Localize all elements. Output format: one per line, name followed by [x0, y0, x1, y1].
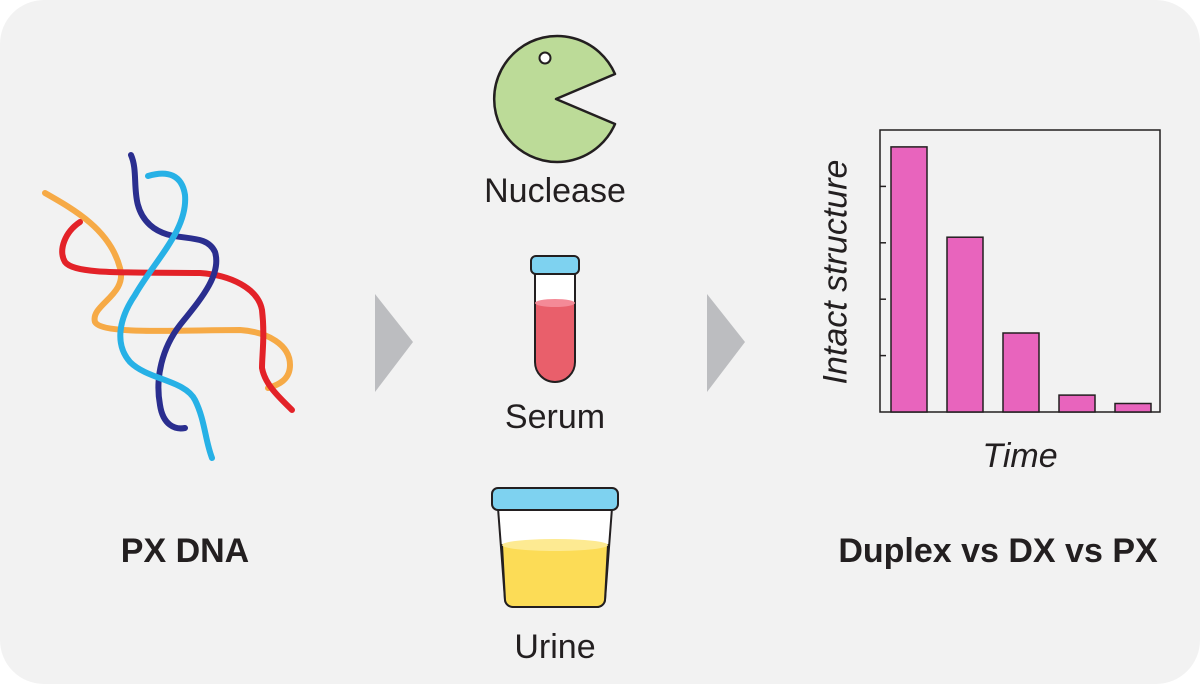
bar-1 [890, 146, 928, 413]
bar-2 [946, 236, 984, 413]
cyan-strand [117, 170, 215, 461]
red-strand [59, 219, 295, 413]
px-dna-label: PX DNA [120, 532, 250, 570]
navy-strand [128, 152, 220, 432]
bar-4 [1058, 394, 1096, 413]
specimen-cup-icon [491, 487, 619, 609]
urine-label: Urine [514, 628, 596, 666]
pacman-nuclease-icon [493, 34, 617, 164]
chevron-right-icon-1 [375, 294, 413, 392]
nuclease-label: Nuclease [484, 172, 626, 210]
test-tube-icon [530, 255, 580, 383]
chevron-right-icon-2 [707, 294, 745, 392]
bars [890, 146, 1152, 413]
serum-label: Serum [504, 398, 606, 436]
px-dna-strands-icon [42, 152, 295, 461]
x-axis-label: Time [982, 437, 1058, 475]
y-axis-label: Intact structure [816, 159, 855, 385]
bar-3 [1002, 332, 1040, 413]
comparison-label: Duplex vs DX vs PX [838, 532, 1158, 570]
orange-strand [42, 190, 294, 391]
y-axis-ticks [880, 185, 886, 357]
bar-5 [1114, 402, 1152, 413]
